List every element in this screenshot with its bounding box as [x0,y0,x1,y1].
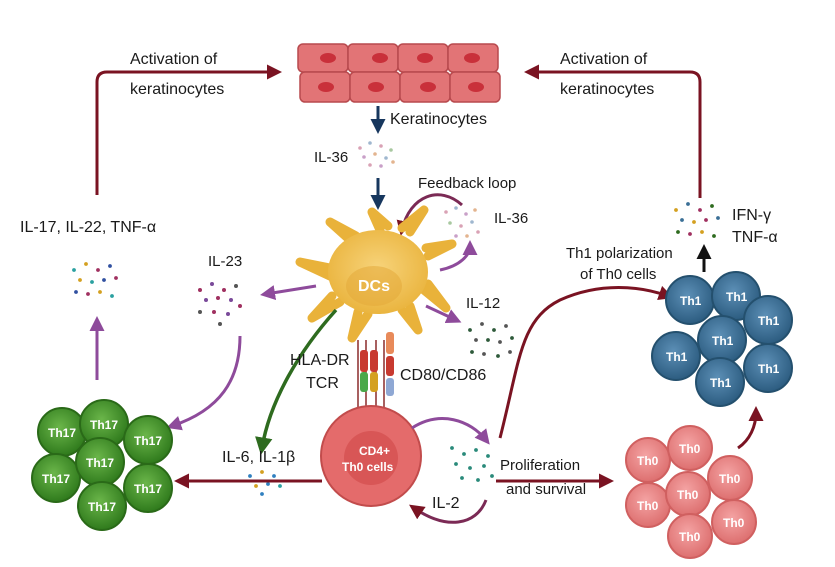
activation-right-line2: keratinocytes [560,81,654,98]
th1-cell-label: Th1 [666,350,688,364]
th17-cell-label: Th17 [134,482,162,496]
ifn-cytokines [674,202,720,238]
il2-to-cd4-arrow [409,499,488,524]
il6-cytokines [248,470,282,496]
th0-cell-label: Th0 [637,499,659,513]
left-activation-arrow [95,64,282,195]
th17-cell-label: Th17 [42,472,70,486]
cd4-th0-cell [320,405,422,507]
hla-dr-label: HLA-DR [290,352,350,369]
th17-cell-label: Th17 [90,418,118,432]
il23-cytokines [198,282,242,326]
th1-polarization-line1: Th1 polarization [566,245,673,262]
th1-cell-label: Th1 [758,314,780,328]
ifn-gamma-label: IFN-γ [732,207,771,224]
th0-cell-label: Th0 [637,454,659,468]
cd80-cd86-label: CD80/CD86 [400,367,486,384]
il2-label: IL-2 [432,495,460,512]
th1-cell-label: Th1 [712,334,734,348]
il12-cytokines [468,322,514,358]
th1-labels: Th1 Th1 Th1 Th1 Th1 Th1 Th1 [666,290,780,390]
dendritic-cell [295,205,457,343]
keratinocytes-label: Keratinocytes [390,111,487,128]
activation-left-line2: keratinocytes [130,81,224,98]
il36-top-label: IL-36 [314,149,348,166]
dc-to-il36-arrow [439,240,478,272]
th1-polarization-line2: of Th0 cells [580,266,656,283]
il6-il1b-label: IL-6, IL-1β [222,449,295,466]
il23-label: IL-23 [208,253,242,270]
cd4-label-line1: CD4+ [359,444,390,458]
th0-cell-label: Th0 [719,472,741,486]
th0-cell-label: Th0 [679,530,701,544]
th1-cell-label: Th1 [758,362,780,376]
il12-label: IL-12 [466,295,500,312]
th1-cluster [651,271,793,407]
il36-top-cytokines [358,141,395,168]
proliferation-line1: Proliferation [500,457,580,474]
th17-cell-label: Th17 [86,456,114,470]
th1-cell-label: Th1 [680,294,702,308]
cd4-to-il2-arrow [411,417,490,445]
il2-cytokines [450,446,494,482]
th0-cell-label: Th0 [679,442,701,456]
tcr-label: TCR [306,375,339,392]
dc-to-il23-arrow [260,284,317,300]
il17-cytokines [72,262,118,298]
il23-to-th17-arrow [166,335,242,431]
th1-cell-label: Th1 [726,290,748,304]
th17-cell-label: Th17 [48,426,76,440]
right-activation-arrow [524,64,702,198]
th0-cell-label: Th0 [723,516,745,530]
activation-right-line1: Activation of [560,51,648,68]
dc-label: DCs [358,278,390,295]
keratinocyte-tissue [297,43,501,103]
proliferation-line2: and survival [506,481,586,498]
th0-cell-label: Th0 [677,488,699,502]
th17-cell-label: Th17 [88,500,116,514]
th1-cell-label: Th1 [710,376,732,390]
th17-cluster [31,399,173,531]
il36-right-cytokines [444,206,480,238]
th17-cell-label: Th17 [134,434,162,448]
activation-left-line1: Activation of [130,51,218,68]
th0-labels: Th0 Th0 Th0 Th0 Th0 Th0 Th0 [637,442,745,544]
th0-to-th1-arrow [737,406,764,450]
dc-to-il6-arrow [255,308,338,455]
feedback-loop-label: Feedback loop [418,175,516,192]
tnf-alpha-label: TNF-α [732,229,778,246]
th17-labels: Th17 Th17 Th17 Th17 Th17 Th17 Th17 [42,418,162,514]
dc-to-il12-arrow [425,304,462,323]
immune-synapse [357,332,394,412]
cd4-label-line2: Th0 cells [342,460,394,474]
il36-right-label: IL-36 [494,210,528,227]
th0-cluster [625,425,757,559]
il17-group-label: IL-17, IL-22, TNF-α [20,219,156,236]
th1-polarization-arrow [498,285,674,439]
